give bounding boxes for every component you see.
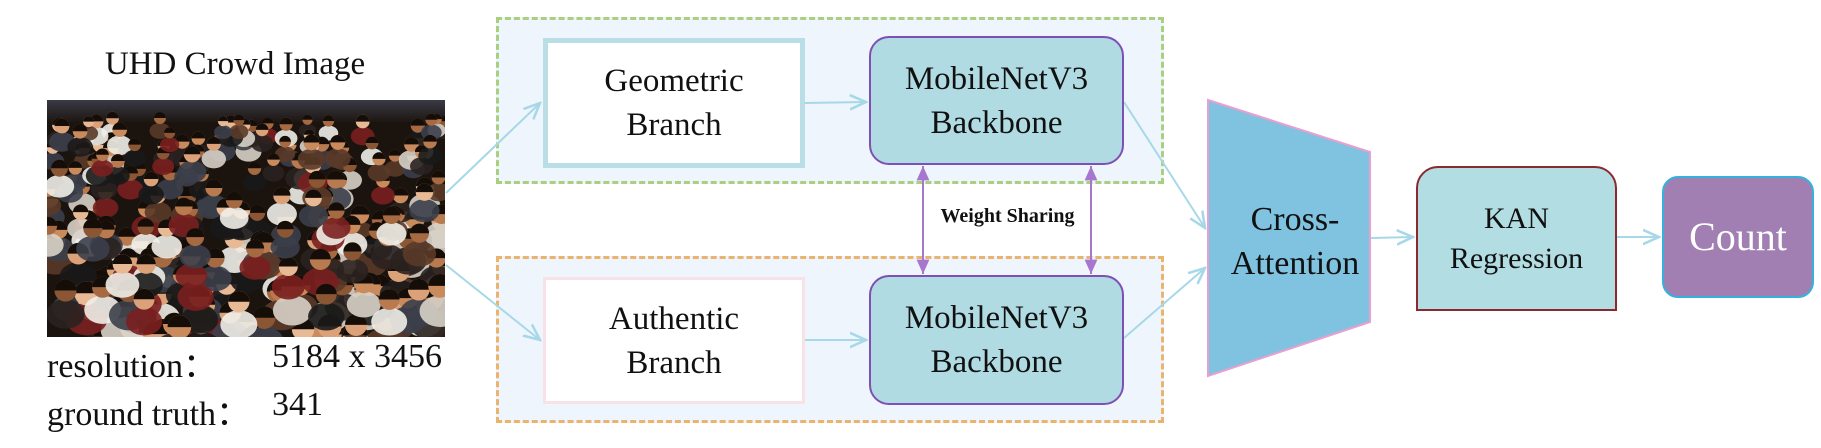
resolution-value: 5184 x 3456 xyxy=(272,338,442,375)
cross-attention-label: Cross- Attention xyxy=(1210,198,1380,286)
backbone-top-line2: Backbone xyxy=(930,104,1063,141)
kan-line2: Regression xyxy=(1449,241,1584,275)
count-box: Count xyxy=(1662,176,1814,298)
cross-attention-line2: Attention xyxy=(1230,245,1360,282)
resolution-label: resolution： xyxy=(47,348,217,385)
image-title: UHD Crowd Image xyxy=(104,46,366,82)
crowd-photo-art xyxy=(47,100,445,337)
kan-regression-box: KAN Regression xyxy=(1416,166,1617,311)
cross-attention-shape xyxy=(1207,98,1371,378)
geometric-branch-line2: Branch xyxy=(626,107,722,143)
backbone-top-box: MobileNetV3 Backbone xyxy=(869,36,1124,165)
backbone-bottom-line2: Backbone xyxy=(930,344,1063,380)
backbone-bottom-box: MobileNetV3 Backbone xyxy=(869,275,1124,405)
ground-truth-value: 341 xyxy=(272,386,323,423)
backbone-top-line1: MobileNetV3 xyxy=(904,60,1089,97)
arrow-cross-attention-to-kan xyxy=(1369,237,1413,238)
cross-attention-line1: Cross- xyxy=(1250,201,1340,238)
geometric-branch-box: Geometric Branch xyxy=(543,38,805,168)
count-label: Count xyxy=(1689,214,1787,259)
arrow-geometric-to-backbone xyxy=(804,102,866,103)
weight-sharing-label: Weight Sharing xyxy=(940,205,1075,227)
arrow-image-to-geometric xyxy=(445,103,540,194)
kan-line1: KAN xyxy=(1483,201,1549,235)
arrow-backbone-bottom-to-cross-attention xyxy=(1123,268,1205,339)
backbone-bottom-line1: MobileNetV3 xyxy=(904,300,1089,336)
crowd-photo xyxy=(47,100,445,337)
authentic-branch-box: Authentic Branch xyxy=(543,277,805,404)
ground-truth-label: ground truth： xyxy=(47,396,251,433)
arrow-image-to-authentic xyxy=(445,264,540,340)
arrow-backbone-top-to-cross-attention xyxy=(1123,101,1205,228)
authentic-branch-line2: Branch xyxy=(626,344,722,381)
authentic-branch-line1: Authentic xyxy=(608,300,740,337)
geometric-branch-line1: Geometric xyxy=(604,63,744,99)
